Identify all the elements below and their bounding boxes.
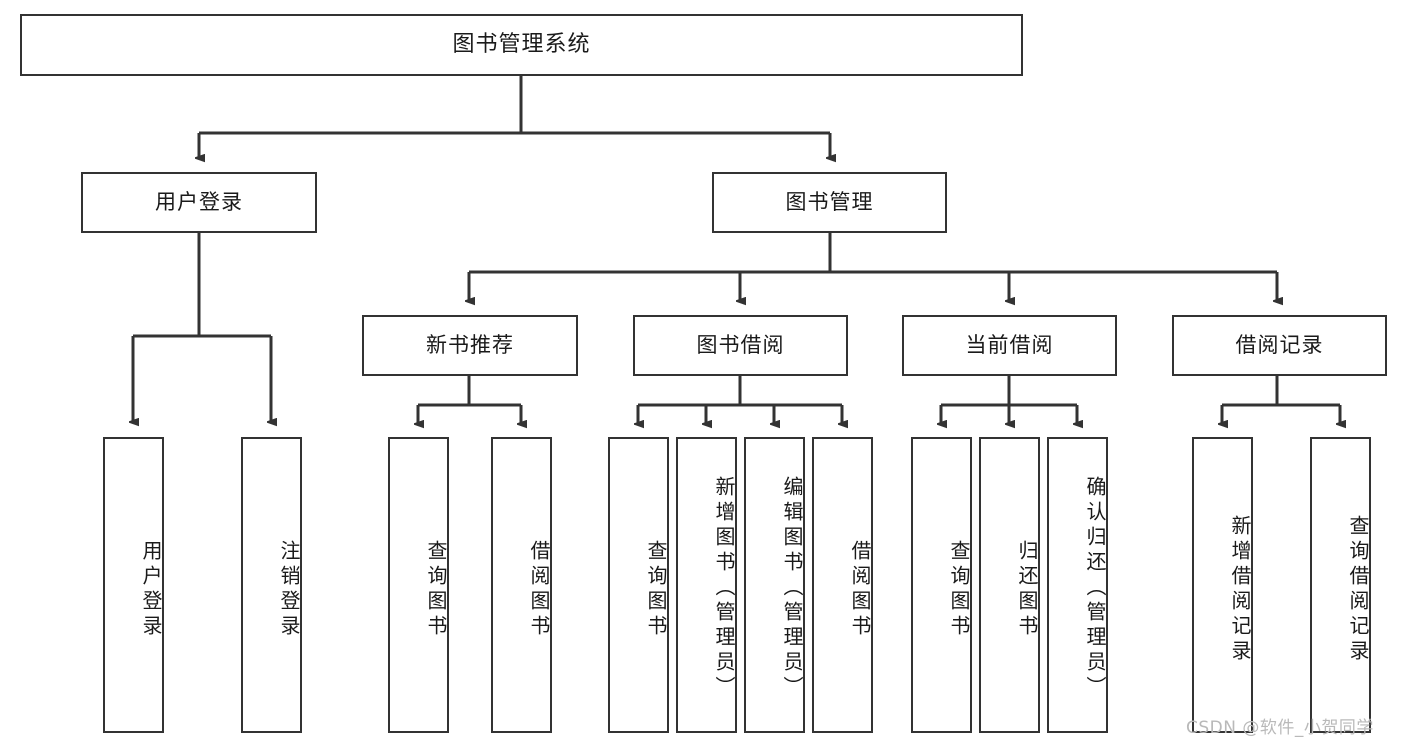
- node-user-login[interactable]: 用户登录: [81, 172, 317, 233]
- leaf-query-book-new[interactable]: 查询图书: [388, 437, 449, 733]
- leaf-edit-book[interactable]: 编辑图书（管理员）: [744, 437, 805, 733]
- node-label: 归还图书: [1015, 540, 1039, 640]
- node-label: 确认归还（管理员）: [1083, 475, 1107, 701]
- node-label: 查询图书: [644, 540, 668, 640]
- leaf-confirm-return[interactable]: 确认归还（管理员）: [1047, 437, 1108, 733]
- node-label: 借阅记录: [1235, 332, 1324, 357]
- node-label: 用户登录: [139, 540, 163, 640]
- node-label: 借阅图书: [848, 540, 872, 640]
- node-new-book-rec[interactable]: 新书推荐: [362, 315, 578, 376]
- edge-group-new-book-rec: [418, 376, 521, 424]
- node-root-system[interactable]: 图书管理系统: [20, 14, 1023, 76]
- node-label: 查询图书: [947, 540, 971, 640]
- leaf-return-book[interactable]: 归还图书: [979, 437, 1040, 733]
- node-label: 查询图书: [424, 540, 448, 640]
- node-current-borrow[interactable]: 当前借阅: [902, 315, 1117, 376]
- edge-group-book-borrow: [638, 376, 842, 424]
- leaf-user-logout[interactable]: 注销登录: [241, 437, 302, 733]
- leaf-query-record[interactable]: 查询借阅记录: [1310, 437, 1371, 733]
- leaf-add-record[interactable]: 新增借阅记录: [1192, 437, 1253, 733]
- node-book-borrow[interactable]: 图书借阅: [633, 315, 848, 376]
- edge-group-user-login: [133, 233, 271, 422]
- node-label: 编辑图书（管理员）: [780, 475, 804, 701]
- leaf-add-book[interactable]: 新增图书（管理员）: [676, 437, 737, 733]
- edge-group-current-borrow: [941, 376, 1077, 424]
- node-book-manage[interactable]: 图书管理: [712, 172, 947, 233]
- node-borrow-record[interactable]: 借阅记录: [1172, 315, 1387, 376]
- edge-group-borrow-record: [1222, 376, 1340, 424]
- node-label: 图书管理系统: [452, 31, 591, 57]
- leaf-borrow-book-new[interactable]: 借阅图书: [491, 437, 552, 733]
- node-label: 新书推荐: [426, 332, 514, 357]
- node-label: 借阅图书: [527, 540, 551, 640]
- node-label: 注销登录: [277, 540, 301, 640]
- watermark-text: CSDN @软件_小贺同学: [1186, 718, 1374, 738]
- node-label: 图书借阅: [696, 332, 785, 357]
- node-label: 图书管理: [785, 189, 874, 214]
- node-label: 用户登录: [155, 189, 243, 214]
- leaf-query-book-borrow[interactable]: 查询图书: [608, 437, 669, 733]
- leaf-borrow-book[interactable]: 借阅图书: [812, 437, 873, 733]
- node-label: 新增借阅记录: [1228, 515, 1252, 665]
- node-label: 当前借阅: [965, 332, 1054, 357]
- edge-group-root: [199, 76, 830, 158]
- leaf-user-login[interactable]: 用户登录: [103, 437, 164, 733]
- leaf-query-book-current[interactable]: 查询图书: [911, 437, 972, 733]
- node-label: 查询借阅记录: [1346, 515, 1370, 665]
- node-label: 新增图书（管理员）: [712, 475, 736, 701]
- edge-group-book-manage: [469, 233, 1277, 301]
